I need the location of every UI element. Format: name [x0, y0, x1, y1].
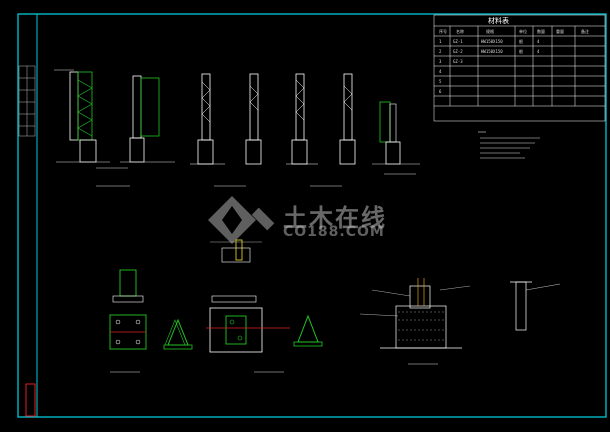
foundation-section [380, 278, 462, 349]
column-elevation-4 [245, 73, 262, 165]
notes-block [478, 131, 540, 159]
column-elevation-5 [286, 73, 318, 165]
red-stamp [25, 383, 36, 417]
table-cell: 5 [439, 79, 442, 84]
svg-text:数量: 数量 [537, 28, 545, 34]
svg-text:重量: 重量 [556, 28, 564, 34]
table-cell: 2 [439, 49, 442, 54]
watermark-logo [208, 196, 275, 244]
svg-text:规格: 规格 [486, 28, 494, 34]
svg-text:序号: 序号 [439, 28, 447, 34]
column-elevation-6 [339, 73, 356, 165]
table-cell: 3 [439, 59, 442, 64]
material-table [433, 14, 606, 122]
column-elevation-1 [54, 69, 128, 169]
table-cell: 根 [519, 48, 523, 54]
base-plate-detail-left [109, 269, 193, 350]
table-cell: 根 [519, 38, 523, 44]
caption-lines [96, 173, 438, 373]
foundation-leaders [359, 285, 471, 317]
table-cell: HW150X150 [481, 49, 503, 54]
svg-text:名称: 名称 [456, 28, 464, 34]
table-cell: GZ-1 [453, 39, 463, 44]
post-detail-right [510, 281, 561, 331]
table-cell: 1 [439, 39, 442, 44]
material-table-title: 材料表 [488, 17, 509, 25]
bracket-detail [210, 239, 262, 263]
watermark-subtext: CO188.COM [283, 224, 385, 240]
left-title-strip [18, 65, 36, 137]
column-elevation-7 [372, 101, 420, 165]
svg-text:单位: 单位 [519, 28, 527, 34]
svg-text:备注: 备注 [581, 28, 589, 34]
table-cell: 4 [537, 39, 540, 44]
table-cell: HW150X150 [481, 39, 503, 44]
column-elevation-2 [120, 75, 175, 163]
table-cell: 4 [439, 69, 442, 74]
table-cell: 6 [439, 89, 442, 94]
material-table-text: 序号 名称 规格 单位 数量 重量 备注 [439, 28, 589, 34]
base-plate-plan-center [164, 295, 323, 353]
table-cell: 4 [537, 49, 540, 54]
column-elevation-3 [190, 73, 225, 165]
table-cell: GZ-3 [453, 59, 463, 64]
watermark-text: 土木在线 [283, 204, 387, 232]
inner-border [36, 13, 607, 418]
table-cell: GZ-2 [453, 49, 463, 54]
